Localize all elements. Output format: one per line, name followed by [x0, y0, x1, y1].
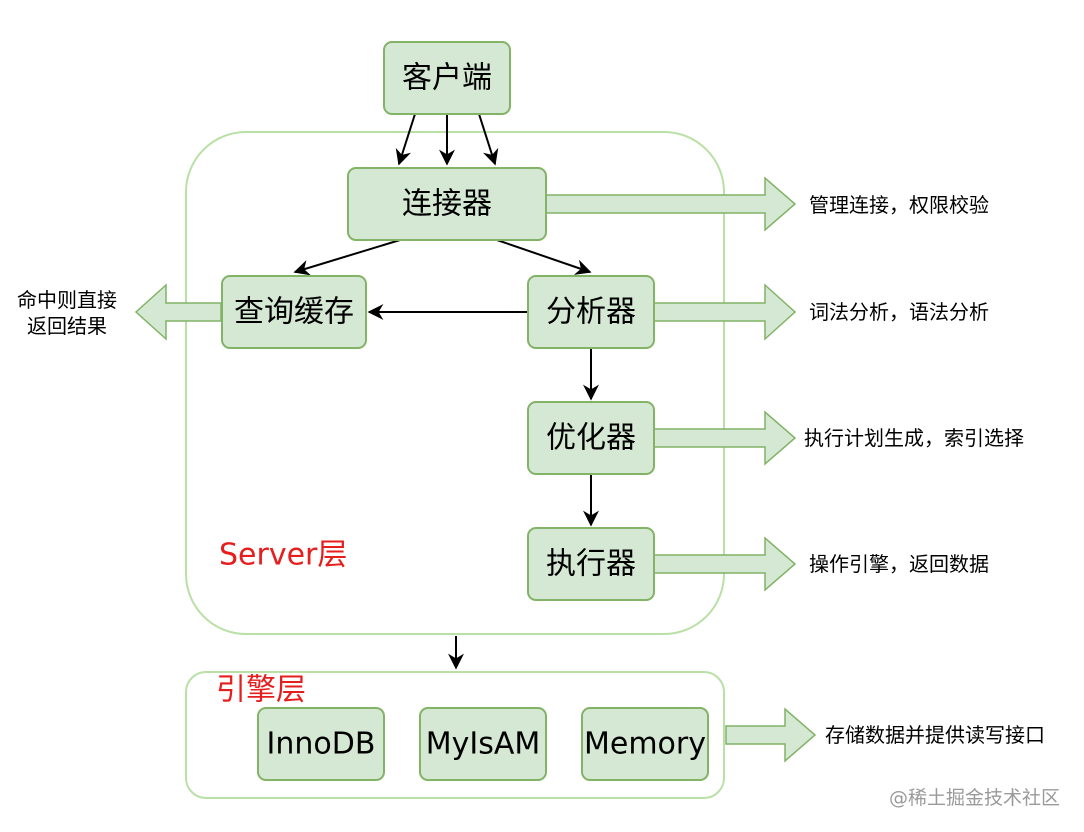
optimizer-node: 优化器: [527, 401, 655, 475]
edge-client-connector-3: [478, 113, 499, 166]
watermark: @稀土掘金技术社区: [889, 787, 1060, 809]
optimizer-label: 优化器: [546, 421, 636, 456]
executor-label: 执行器: [546, 547, 636, 582]
client-label: 客户端: [402, 61, 492, 96]
connector-node: 连接器: [347, 167, 547, 241]
myisam-label: MyIsAM: [426, 727, 541, 762]
optimizer-note: 执行计划生成，索引选择: [804, 426, 1024, 450]
connector-label: 连接器: [402, 187, 492, 222]
memory-label: Memory: [584, 727, 706, 762]
executor-note-arrow: [652, 536, 797, 592]
edge-connector-analyzer: [496, 239, 592, 275]
connector-note: 管理连接，权限校验: [809, 193, 989, 217]
query-cache-note-arrow: [134, 283, 222, 341]
myisam-node: MyIsAM: [419, 707, 547, 781]
query-cache-note-line2: 返回结果: [27, 314, 107, 338]
optimizer-note-arrow: [652, 410, 797, 466]
memory-node: Memory: [581, 707, 709, 781]
engine-layer-container: [185, 671, 725, 799]
analyzer-label: 分析器: [546, 295, 636, 330]
query-cache-node: 查询缓存: [221, 275, 367, 349]
query-cache-label: 查询缓存: [234, 295, 354, 330]
executor-node: 执行器: [527, 527, 655, 601]
engine-note-arrow: [725, 707, 817, 763]
client-node: 客户端: [383, 41, 511, 115]
analyzer-note-arrow: [652, 283, 797, 341]
server-layer-label: Server层: [219, 538, 347, 573]
innodb-label: InnoDB: [267, 727, 376, 762]
engine-note: 存储数据并提供读写接口: [825, 723, 1045, 747]
server-layer-container: [185, 131, 725, 635]
edge-connector-query-cache: [293, 239, 401, 276]
engine-layer-label: 引擎层: [216, 673, 306, 708]
executor-note: 操作引擎，返回数据: [809, 552, 989, 576]
query-cache-note-line1: 命中则直接: [17, 288, 117, 312]
connector-note-arrow: [545, 176, 797, 232]
analyzer-note: 词法分析，语法分析: [809, 300, 989, 324]
edge-client-connector-1: [395, 113, 416, 166]
innodb-node: InnoDB: [257, 707, 385, 781]
analyzer-node: 分析器: [527, 275, 655, 349]
